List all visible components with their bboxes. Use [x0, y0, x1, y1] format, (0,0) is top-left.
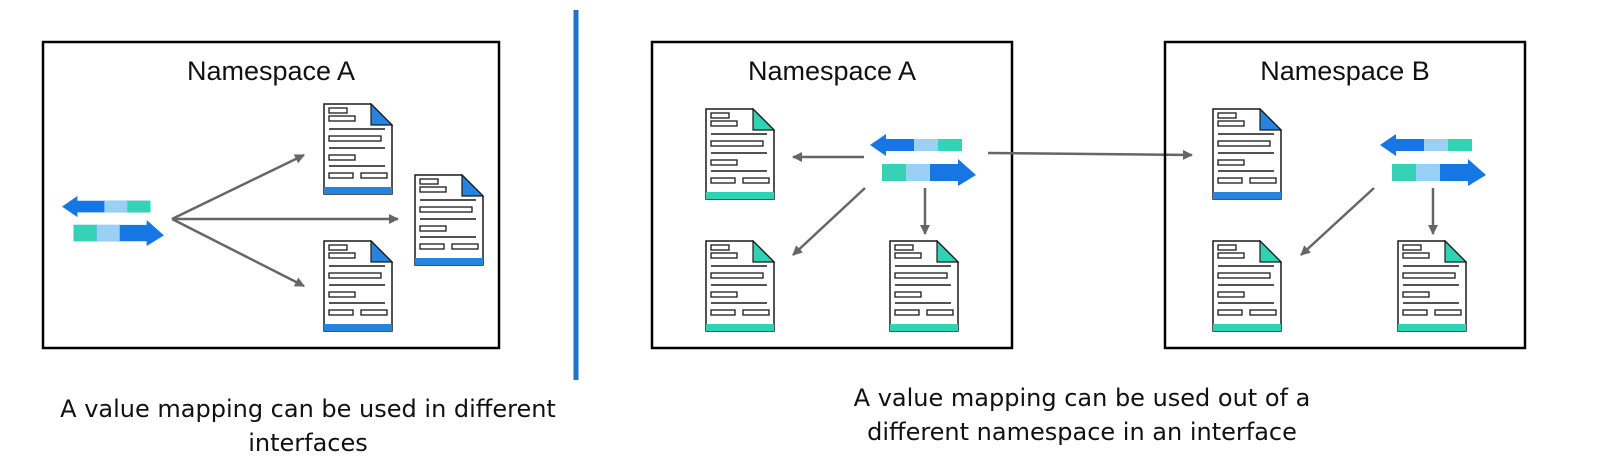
- value-mapping-icon: [62, 196, 164, 246]
- caption-right: A value mapping can be used out of a dif…: [782, 381, 1382, 449]
- caption-line: interfaces: [248, 429, 368, 457]
- panel-title: Namespace A: [187, 56, 355, 86]
- caption-line: different namespace in an interface: [867, 418, 1297, 446]
- panel-frame: [1163, 40, 1527, 350]
- panel-frame: [41, 40, 501, 350]
- panel-title: Namespace A: [748, 56, 916, 86]
- document-icon: [323, 103, 393, 195]
- caption-line: A value mapping can be used in different: [60, 395, 556, 423]
- document-icon: [889, 240, 959, 332]
- document-icon: [705, 108, 775, 200]
- document-icon: [1397, 240, 1467, 332]
- caption-left: A value mapping can be used in different…: [20, 392, 596, 460]
- panel-frame: [650, 40, 1014, 350]
- mapping-arrow: [171, 217, 305, 288]
- document-icon: [323, 240, 393, 332]
- document-icon: [414, 174, 484, 266]
- panel-namespace-a-left: Namespace A: [41, 40, 501, 350]
- document-icon: [1212, 240, 1282, 332]
- cross-namespace-arrow: [987, 149, 1193, 160]
- document-icon: [1212, 108, 1282, 200]
- panel-namespace-a-right: Namespace A: [650, 40, 1014, 350]
- document-icon: [705, 240, 775, 332]
- mapping-arrow: [171, 153, 305, 221]
- mapping-arrow: [792, 187, 866, 256]
- value-mapping-icon: [1380, 134, 1486, 186]
- mapping-arrow: [1300, 187, 1375, 256]
- caption-line: A value mapping can be used out of a: [853, 384, 1311, 412]
- panel-title: Namespace B: [1260, 56, 1430, 86]
- panel-namespace-b: Namespace B: [1163, 40, 1527, 350]
- value-mapping-icon: [870, 134, 976, 186]
